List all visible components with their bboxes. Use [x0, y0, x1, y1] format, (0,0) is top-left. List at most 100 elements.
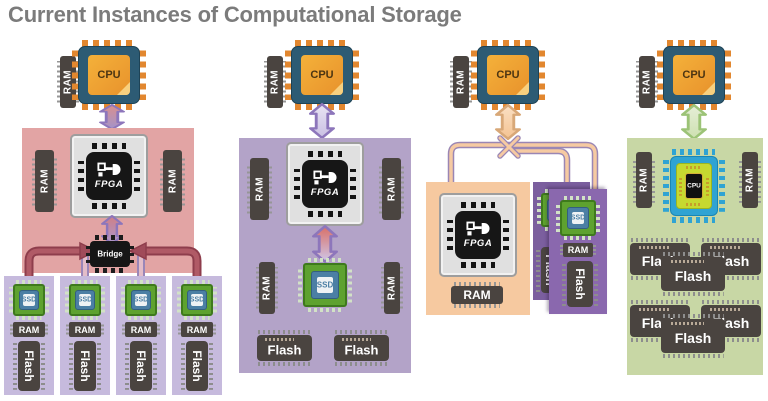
chip-core: FPGA	[455, 211, 501, 259]
chip-core	[685, 173, 703, 199]
ram-label: RAM	[186, 324, 208, 335]
chip-inner	[301, 55, 343, 95]
chip-core	[191, 294, 203, 306]
cpu-chip: CPU	[471, 40, 545, 110]
fpga-circuit-icon	[97, 162, 121, 177]
flash-dots	[342, 338, 371, 341]
cpu-chip: CPU	[657, 40, 731, 110]
ram-chip: RAM	[450, 282, 504, 308]
chip-body	[69, 322, 101, 337]
ram-chip: RAM	[256, 262, 278, 314]
ssd-chip: SSD	[65, 280, 105, 320]
flash-label: Flash	[22, 350, 36, 382]
chip-inner	[88, 55, 130, 95]
chip-body	[13, 322, 45, 337]
flash-dots	[670, 260, 704, 263]
ssd-label: SSD	[77, 296, 93, 304]
chip-body	[639, 56, 655, 108]
chip-body	[180, 283, 214, 317]
ram-label: RAM	[641, 69, 653, 95]
flash-chip: Flash	[181, 340, 213, 392]
flash-label: Flash	[573, 268, 587, 300]
ram-label: RAM	[386, 275, 398, 301]
ram-chip: RAM	[247, 158, 272, 220]
fpga-label: FPGA	[94, 179, 124, 190]
chip-inner	[673, 55, 715, 95]
chip-body	[90, 241, 130, 267]
ram-label: RAM	[455, 69, 467, 95]
ram-label: RAM	[39, 168, 50, 194]
ram-label: RAM	[261, 275, 273, 301]
ram-label: RAM	[254, 176, 265, 202]
ssd-label: SSD	[316, 280, 334, 290]
ram-label: RAM	[74, 324, 96, 335]
cpu-bus-arrow-icon	[681, 104, 707, 140]
flash-label: Flash	[344, 342, 379, 358]
ram-label: RAM	[386, 176, 397, 202]
ram-chip: RAM	[32, 150, 57, 212]
chip-body	[18, 341, 40, 391]
flash-chip: Flash	[13, 340, 45, 392]
flash-chip: Flash	[562, 260, 598, 308]
ssd-label: SSD	[133, 296, 149, 304]
cpu-label: CPU	[496, 69, 520, 81]
flash-label: Flash	[267, 342, 302, 358]
ram-chip: RAM	[636, 56, 658, 108]
cpu-label: CPU	[310, 69, 334, 81]
chip-body	[451, 286, 503, 304]
flash-chip: Flash	[660, 314, 726, 358]
ssd-chip: SSD	[298, 258, 352, 312]
chip-core: FPGA	[86, 152, 132, 200]
flash-label: Flash	[134, 350, 148, 382]
flash-dots	[709, 308, 741, 311]
flash-chip: Flash	[660, 252, 726, 296]
ram-chip: RAM	[560, 243, 596, 257]
ram-label: RAM	[638, 167, 650, 193]
page-title: Current Instances of Computational Stora…	[8, 2, 462, 27]
chip-body	[453, 56, 469, 108]
ram-label: RAM	[744, 167, 756, 193]
ram-chip: RAM	[450, 56, 472, 108]
ssd-chip: SSD	[177, 280, 217, 320]
ram-label: RAM	[167, 168, 178, 194]
ram-chip: RAM	[10, 322, 48, 337]
fpga-chip: FPGA	[439, 193, 517, 277]
cpu-chip: CPU	[72, 40, 146, 110]
chip-body	[163, 150, 182, 212]
ram-chip: RAM	[379, 158, 404, 220]
chip-inner	[310, 270, 340, 300]
flash-chip: Flash	[256, 330, 313, 366]
chip-core	[317, 277, 333, 293]
fpga-chip: FPGA	[70, 134, 148, 218]
flash-dots	[670, 322, 704, 325]
ram-chip: RAM	[122, 322, 160, 337]
cpu-label: CPU	[687, 182, 701, 190]
chip-body	[563, 243, 593, 257]
flash-label: Flash	[674, 268, 712, 284]
chip-body	[267, 56, 283, 108]
flash-dots	[265, 338, 294, 341]
fpga-circuit-icon	[466, 221, 490, 236]
ssd-label: SSD	[21, 296, 37, 304]
fpga-label: FPGA	[310, 187, 340, 198]
ssd-chip: SSD	[556, 196, 600, 240]
flash-chip: Flash	[125, 340, 157, 392]
cpu-label: CPU	[682, 69, 706, 81]
chip-core	[571, 211, 585, 225]
ram-label: RAM	[463, 288, 491, 302]
flash-label: Flash	[78, 350, 92, 382]
flash-label: Flash	[674, 330, 712, 346]
cpu-bus-arrow-icon	[99, 104, 125, 130]
bridge-label: Bridge	[97, 249, 123, 259]
chip-body	[382, 158, 401, 220]
fpga-chip: FPGA	[286, 142, 364, 226]
chip-core	[23, 294, 35, 306]
chip-body	[259, 262, 275, 314]
bridge-chip: Bridge	[84, 234, 136, 274]
chip-body	[130, 341, 152, 391]
ram-chip: RAM	[160, 150, 185, 212]
chip-body	[567, 261, 593, 307]
ram-chip: RAM	[633, 152, 655, 208]
pcie-bus-connector-lines	[447, 135, 599, 200]
